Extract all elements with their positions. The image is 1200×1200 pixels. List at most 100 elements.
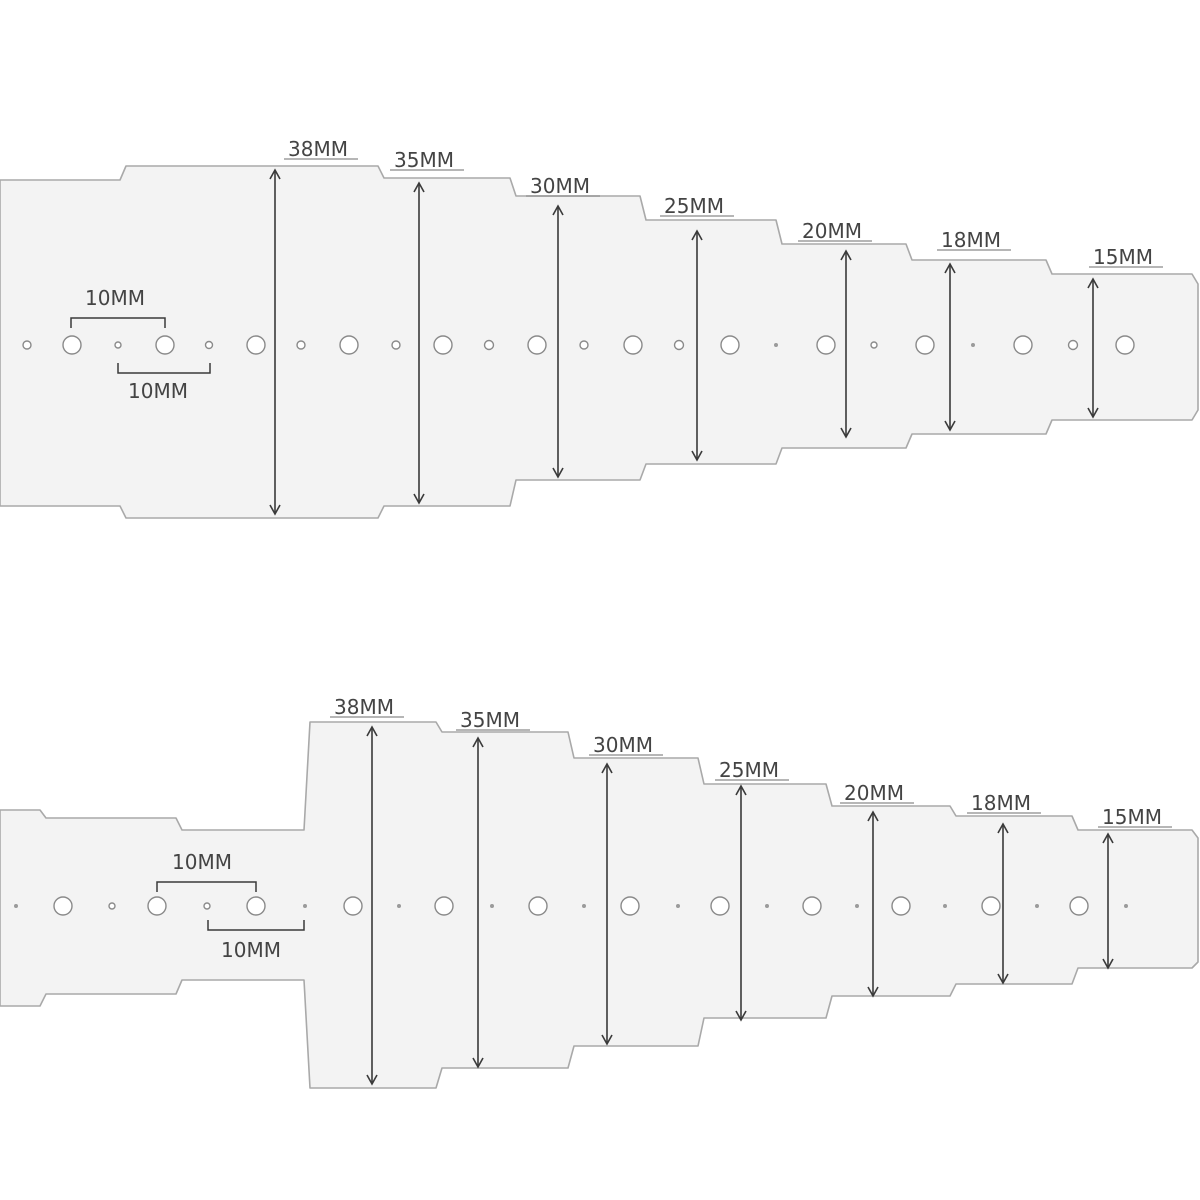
hole-large	[62, 335, 82, 355]
arrowhead-bottom	[552, 467, 564, 479]
width-dimension: 30MM	[526, 174, 600, 479]
arrowhead-bottom	[601, 1034, 613, 1046]
width-dimension: 15MM	[1098, 805, 1172, 970]
hole-small	[673, 339, 685, 351]
arrowhead-bottom	[413, 493, 425, 505]
arrowhead-bottom	[1087, 407, 1099, 419]
arrowhead-top	[1087, 277, 1099, 289]
arrowhead-top	[552, 204, 564, 216]
width-dimension: 35MM	[456, 708, 530, 1069]
spacing-label: 10MM	[172, 850, 232, 874]
spacing-label: 10MM	[221, 938, 281, 962]
arrowhead-top	[1102, 832, 1114, 844]
width-dimension: 38MM	[330, 695, 404, 1086]
arrowhead-top	[472, 736, 484, 748]
arrowhead-bottom	[867, 986, 879, 998]
width-label: 35MM	[460, 708, 520, 732]
arrowhead-top	[867, 810, 879, 822]
spacing-bracket: 10MM	[207, 920, 305, 962]
hole-large	[1115, 335, 1135, 355]
arrowhead-top	[944, 262, 956, 274]
hole-small	[391, 340, 401, 350]
hole-small	[203, 902, 211, 910]
hole-dot	[490, 904, 494, 908]
arrowhead-top	[840, 249, 852, 261]
arrowhead-bottom	[472, 1057, 484, 1069]
bracket-line	[117, 363, 211, 374]
arrowhead-top	[601, 762, 613, 774]
bracket-line	[70, 317, 166, 328]
hole-dot	[1124, 904, 1128, 908]
template-bottom: 38MM 35MM 30MM 25MM 20MM 18MM 15MM 10MM 10MM	[0, 695, 1199, 1089]
width-dimension: 25MM	[660, 194, 734, 462]
hole-large	[816, 335, 836, 355]
hole-dot	[676, 904, 680, 908]
hole-large	[434, 896, 454, 916]
arrowhead-top	[269, 168, 281, 180]
hole-small	[296, 340, 306, 350]
hole-large	[710, 896, 730, 916]
hole-large	[343, 896, 363, 916]
hole-large	[147, 896, 167, 916]
width-dimension: 25MM	[715, 758, 789, 1022]
width-dimension: 30MM	[589, 733, 663, 1046]
arrowhead-bottom	[840, 427, 852, 439]
hole-large	[433, 335, 453, 355]
width-dimension: 18MM	[937, 228, 1011, 432]
hole-large	[1069, 896, 1089, 916]
hole-large	[53, 896, 73, 916]
hole-large	[246, 335, 266, 355]
width-label: 38MM	[334, 695, 394, 719]
width-dimension: 38MM	[269, 137, 358, 516]
width-label: 18MM	[971, 791, 1031, 815]
hole-large	[339, 335, 359, 355]
spacing-label: 10MM	[85, 286, 145, 310]
arrowhead-top	[413, 181, 425, 193]
width-dimension: 20MM	[798, 219, 872, 439]
spacing-label: 10MM	[128, 379, 188, 403]
arrowhead-top	[366, 725, 378, 737]
spacing-bracket: 10MM	[70, 286, 166, 328]
hole-large	[1013, 335, 1033, 355]
width-dimension: 35MM	[390, 148, 464, 505]
hole-large	[915, 335, 935, 355]
hole-small	[204, 340, 214, 350]
hole-dot	[1035, 904, 1039, 908]
hole-large	[891, 896, 911, 916]
arrowhead-top	[735, 784, 747, 796]
hole-small	[870, 341, 878, 349]
arrowhead-bottom	[366, 1074, 378, 1086]
hole-dot	[774, 343, 778, 347]
hole-large	[246, 896, 266, 916]
hole-dot	[582, 904, 586, 908]
hole-large	[802, 896, 822, 916]
hole-small	[483, 339, 495, 351]
hole-large	[623, 335, 643, 355]
bracket-line	[156, 881, 257, 892]
width-label: 20MM	[844, 781, 904, 805]
hole-large	[155, 335, 175, 355]
hole-large	[981, 896, 1001, 916]
width-label: 38MM	[288, 137, 348, 161]
hole-large	[527, 335, 547, 355]
arrowhead-bottom	[1102, 958, 1114, 970]
hole-dot	[14, 904, 18, 908]
hole-dot	[765, 904, 769, 908]
hole-dot	[971, 343, 975, 347]
width-dimension: 20MM	[840, 781, 914, 998]
width-dimension: 18MM	[967, 791, 1041, 985]
arrowhead-top	[997, 822, 1009, 834]
hole-small	[1067, 339, 1079, 351]
arrowhead-bottom	[944, 420, 956, 432]
width-label: 35MM	[394, 148, 454, 172]
hole-large	[528, 896, 548, 916]
arrowhead-top	[691, 229, 703, 241]
hole-dot	[855, 904, 859, 908]
width-label: 15MM	[1102, 805, 1162, 829]
width-label: 25MM	[664, 194, 724, 218]
arrowhead-bottom	[269, 504, 281, 516]
width-dimension: 15MM	[1087, 245, 1163, 419]
hole-small	[108, 902, 116, 910]
